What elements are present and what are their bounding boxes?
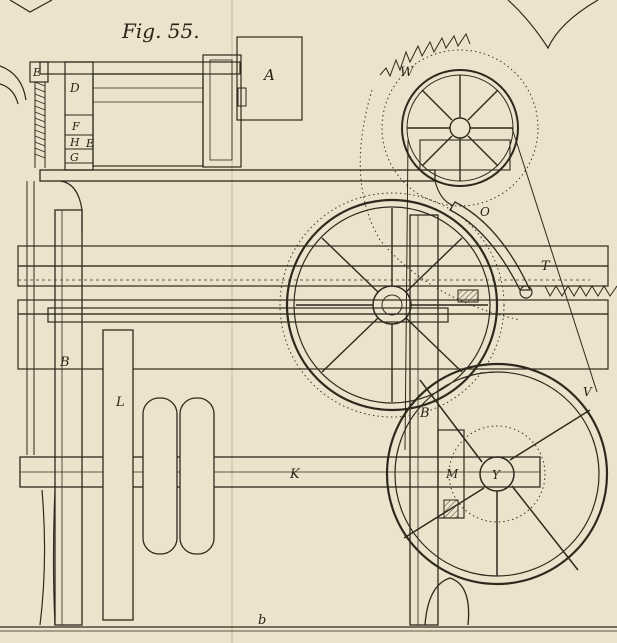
figure-title: Fig. 55. — [121, 19, 200, 43]
bearing-cap — [237, 87, 247, 107]
column-base-left — [39, 489, 56, 626]
slide-block — [457, 289, 479, 303]
lower-wheel-Y — [385, 362, 609, 586]
label-H: H — [69, 136, 80, 149]
label-B-right: B — [419, 406, 430, 421]
left-edge-fragment — [0, 65, 27, 105]
saw-teeth-arc — [379, 32, 471, 78]
guide-arm-O — [449, 201, 532, 291]
upper-saw-wheel — [381, 49, 539, 207]
box-A — [236, 36, 303, 121]
frame-rail-2 — [17, 265, 609, 287]
label-T: T — [541, 259, 551, 274]
roller-left — [142, 397, 178, 555]
label-O: O — [480, 205, 490, 219]
label-D: D — [69, 81, 80, 95]
pulley-L — [102, 329, 134, 621]
label-E-side: E — [85, 137, 94, 150]
label-M: M — [445, 467, 459, 481]
label-b: b — [258, 613, 266, 628]
label-K: K — [289, 467, 301, 482]
label-Y: Y — [492, 468, 501, 482]
large-flywheel — [279, 192, 505, 418]
part-M-inner — [443, 499, 459, 519]
label-E-top: E — [32, 66, 41, 79]
label-F: F — [71, 120, 80, 133]
label-V: V — [583, 385, 593, 399]
screw-thread — [34, 81, 46, 159]
right-foot — [424, 577, 470, 626]
belt-V — [511, 127, 598, 393]
upper-right-bearing — [202, 54, 242, 168]
roller-right — [179, 397, 215, 555]
top-right-corner-fragment — [507, 0, 599, 50]
label-W: W — [400, 65, 415, 80]
belt-V-2 — [404, 139, 409, 451]
lower-rail-2 — [17, 313, 609, 370]
screw-housing-E — [29, 61, 49, 83]
top-left-corner-fragment — [9, 0, 53, 13]
label-L: L — [115, 395, 125, 410]
part-G — [64, 148, 94, 164]
label-B-left: B — [59, 355, 70, 370]
upper-right-bearing-inner — [209, 59, 233, 161]
column-B — [54, 209, 83, 626]
rack-T — [544, 285, 617, 298]
guide-arm-pivot — [519, 285, 533, 299]
label-G: G — [70, 151, 79, 164]
label-A: A — [262, 66, 275, 84]
main-shaft — [47, 307, 449, 323]
table-top — [39, 169, 436, 182]
